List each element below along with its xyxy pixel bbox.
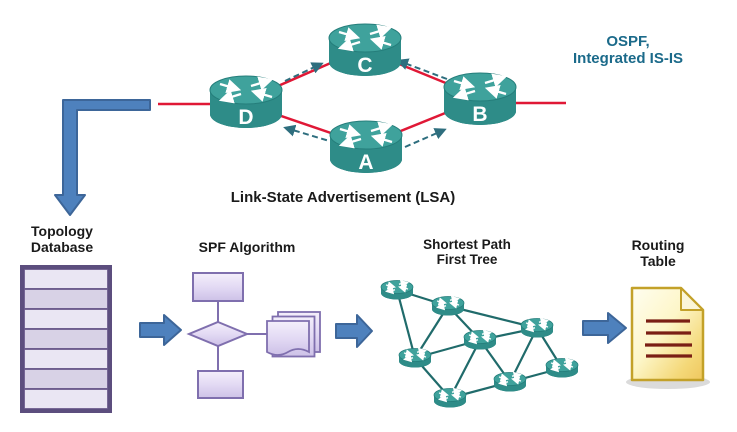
spf-tree-title-line1: Shortest Path [423,237,511,252]
router-c: C [329,24,401,77]
document-text-lines [645,319,692,358]
table-border [20,265,112,413]
routing-table-title-line2: Table [640,253,676,269]
topology-database-title: Topology Database [10,223,114,255]
tree-router [434,389,466,408]
flow-arrow-spf-to-tree [335,314,373,348]
tree-link [395,289,417,359]
protocol-note: OSPF, Integrated IS-IS [552,33,704,67]
document-folded-corner [680,287,704,311]
routing-table-title: Routing Table [608,237,708,269]
router-a: A [330,121,402,174]
spf-tree [381,281,578,408]
spf-tree-title-line2: First Tree [436,252,498,267]
flowchart-process-box-top [192,272,244,302]
tree-router [521,319,553,338]
tree-router [494,373,526,392]
lsa-caption: Link-State Advertisement (LSA) [230,189,456,206]
lsa-network: C D B A [158,24,566,174]
protocol-note-line2: Integrated IS-IS [572,50,684,67]
table-row [23,308,109,330]
router-d-label: D [238,106,253,129]
topology-title-line1: Topology [31,223,93,239]
down-arrow-to-topology-database [54,99,151,216]
tree-router [381,281,413,300]
flowchart-process-box-bottom [197,370,244,399]
router-c-label: C [357,54,372,77]
spf-flowchart [186,272,321,399]
protocol-note-line1: OSPF, [606,33,650,50]
lsa-arrow-a-to-b [404,128,447,148]
table-row [23,288,109,310]
tree-router [432,297,464,316]
router-d: D [210,76,282,129]
table-row [23,388,109,410]
table-row [23,368,109,390]
lsa-arrow-b-to-c [396,58,448,80]
topology-title-line2: Database [30,239,94,255]
lsa-arrow-d-to-c [284,62,324,82]
spf-tree-title: Shortest Path First Tree [407,237,527,267]
tree-link [449,339,481,399]
tree-router [464,331,496,350]
table-row [23,348,109,370]
topology-database-table [20,265,112,413]
table-row [23,268,109,290]
lsa-arrow-a-to-d [283,124,337,144]
router-b-label: B [472,103,487,126]
router-a-label: A [358,151,373,174]
flow-arrow-tree-to-routing-table [582,312,627,344]
spf-algorithm-title: SPF Algorithm [198,239,296,255]
tree-router [546,359,578,378]
table-row [23,328,109,350]
routing-table-document [626,286,710,389]
router-b: B [444,73,516,126]
flowchart-document-stack [266,311,321,358]
lsa-flood-arrows [283,58,448,148]
routing-table-title-line1: Routing [631,237,685,253]
flowchart-decision-diamond [186,320,250,348]
tree-router [399,349,431,368]
flow-arrow-database-to-spf [139,314,182,346]
